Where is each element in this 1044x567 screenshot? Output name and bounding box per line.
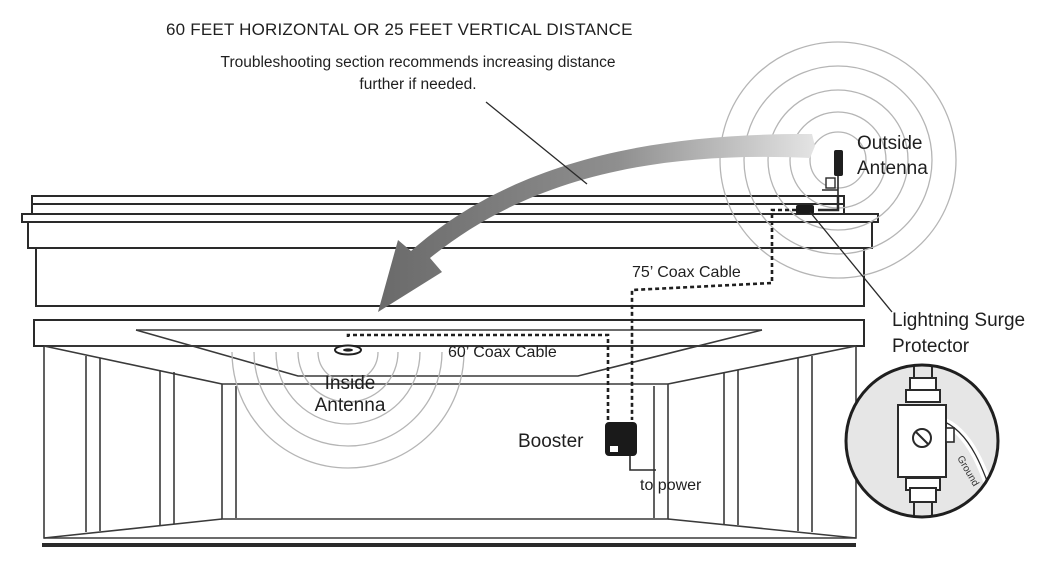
antenna-cable	[818, 196, 840, 212]
header-leader-line	[485, 101, 588, 185]
header-note-line1: Troubleshooting section recommends incre…	[221, 54, 616, 71]
coax-60-label: 60’ Coax Cable	[448, 344, 557, 361]
surge-protector-icon	[796, 205, 814, 214]
booster-label: Booster	[518, 431, 584, 452]
inside-antenna-icon	[334, 344, 362, 356]
coax-cable-60	[346, 333, 610, 422]
booster-icon	[605, 422, 656, 471]
header-title: 60 FEET HORIZONTAL OR 25 FEET VERTICAL D…	[166, 20, 633, 39]
inside-antenna-label-line1: Inside	[325, 373, 376, 394]
separation-arrow	[378, 133, 815, 312]
coax-cable-75	[630, 208, 796, 420]
outside-antenna-icon	[822, 150, 843, 196]
to-power-label: to power	[640, 477, 702, 494]
building-roof	[21, 195, 879, 347]
header-note-line2: further if needed.	[359, 76, 476, 93]
building-interior	[42, 329, 857, 547]
outside-antenna-label-line1: Outside	[857, 133, 922, 154]
inside-signal-rings	[231, 351, 465, 469]
surge-protector-detail: Ground	[844, 363, 1000, 519]
surge-protector-label-line1: Lightning Surge	[892, 310, 1025, 331]
coax-75-label: 75’ Coax Cable	[632, 264, 741, 281]
inside-antenna-label-line2: Antenna	[315, 395, 386, 416]
outside-antenna-label-line2: Antenna	[857, 158, 928, 179]
surge-leader-line	[809, 211, 893, 313]
surge-protector-label-line2: Protector	[892, 336, 970, 357]
